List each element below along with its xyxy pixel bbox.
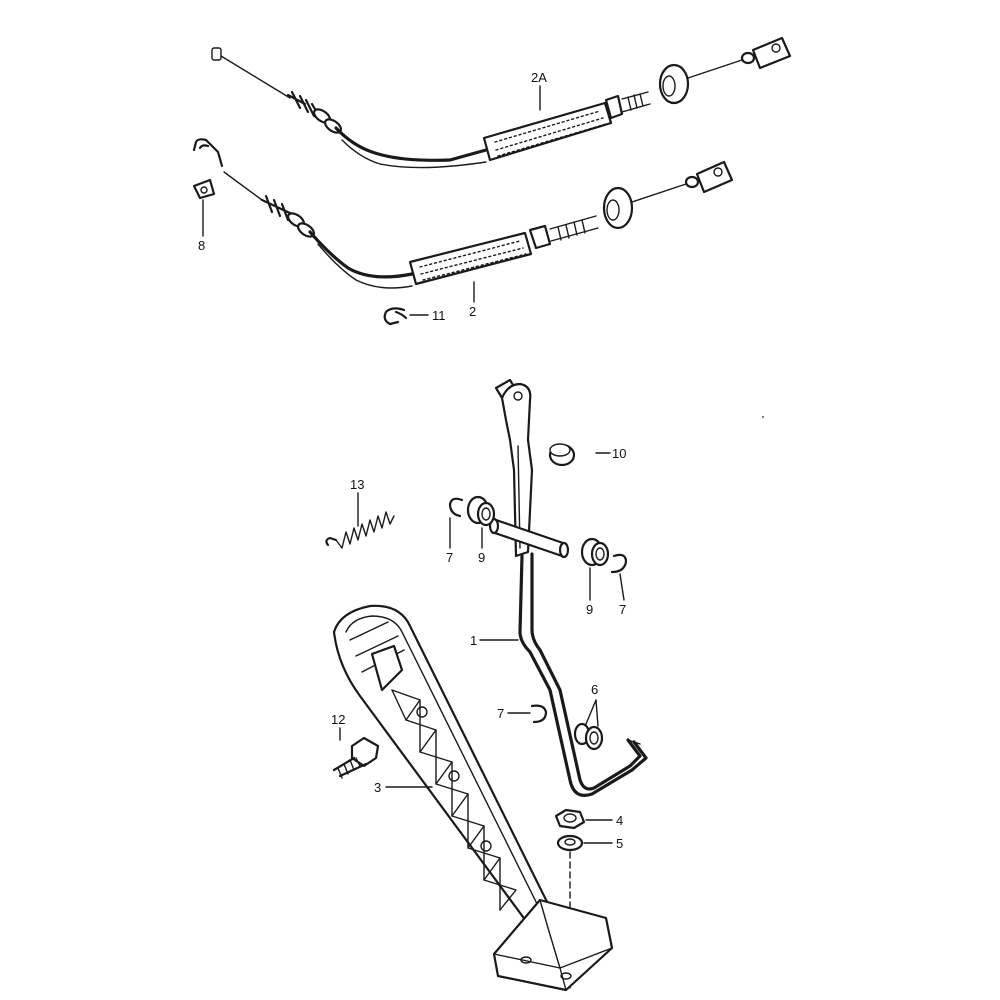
bushings-6	[573, 722, 604, 751]
clevis-end-2a	[740, 36, 792, 70]
clip-7-right	[610, 553, 628, 574]
label-11: 11	[432, 308, 446, 323]
washer-5	[556, 834, 584, 852]
clevis-end-2	[684, 160, 734, 194]
accelerator-cable-2	[192, 138, 734, 289]
bushing-9-right	[580, 537, 610, 567]
bushing-9-left	[466, 495, 496, 527]
label-3: 3	[374, 780, 381, 795]
rubber-sleeve-2	[408, 231, 533, 286]
bolt-12	[332, 736, 380, 779]
clip-11	[383, 307, 408, 326]
pedal-lever-1	[488, 378, 648, 797]
label-13: 13	[350, 477, 364, 492]
label-5: 5	[616, 836, 623, 851]
bracket-8	[192, 178, 216, 237]
cap-10	[548, 443, 576, 467]
label-9-left: 9	[478, 550, 485, 565]
label-10: 10	[612, 446, 626, 461]
leader-lines	[339, 85, 625, 844]
label-7-right: 7	[619, 602, 626, 617]
label-6: 6	[591, 682, 598, 697]
accelerator-cable-2a	[211, 36, 792, 169]
label-7-lower: 7	[497, 706, 504, 721]
label-12: 12	[331, 712, 345, 727]
clip-7-left	[448, 497, 464, 518]
pedal-3	[332, 604, 614, 992]
clip-7-lower	[530, 704, 548, 724]
stray-dot	[762, 416, 764, 418]
label-7-left: 7	[446, 550, 453, 565]
grommet-2	[602, 186, 634, 230]
label-1: 1	[470, 633, 477, 648]
label-2a: 2A	[531, 70, 547, 85]
label-2: 2	[469, 304, 476, 319]
rubber-sleeve-2a	[482, 101, 613, 162]
label-4: 4	[616, 813, 623, 828]
label-9-right: 9	[586, 602, 593, 617]
spring-13	[325, 511, 395, 549]
nut-4	[554, 808, 586, 830]
label-8: 8	[198, 238, 205, 253]
grommet-2a	[658, 63, 690, 105]
